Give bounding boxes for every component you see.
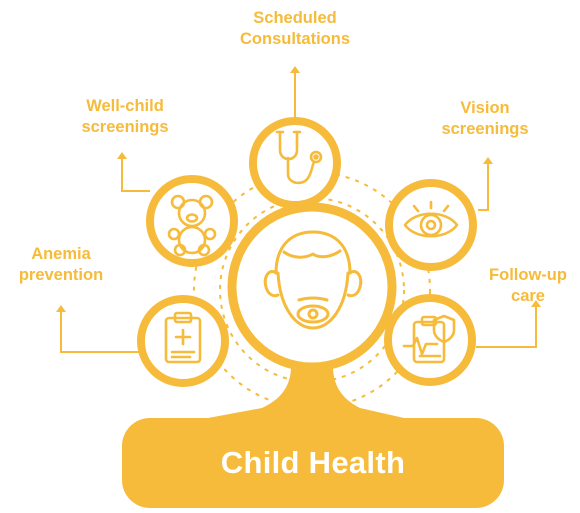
- stethoscope-icon: [275, 130, 323, 185]
- label-line: care: [511, 287, 545, 305]
- eye-icon: [403, 200, 459, 238]
- center-title: Child Health: [220, 445, 406, 480]
- arrow-anemia: [60, 311, 141, 353]
- label-line: Vision: [460, 99, 510, 117]
- label-scheduled-consultations: Scheduled Consultations: [190, 8, 400, 50]
- baby-with-pacifier-icon: [263, 230, 363, 330]
- arrow-followup: [476, 306, 537, 348]
- center-circle: [227, 202, 397, 372]
- label-line: Anemia: [31, 245, 91, 263]
- arrow-heads: [56, 66, 541, 312]
- arrow-vision: [478, 163, 489, 211]
- center-stem: [208, 360, 404, 418]
- label-line: screenings: [81, 118, 169, 136]
- label-anemia-prevention: Anemia prevention: [0, 244, 122, 286]
- medical-chart-icon: [402, 314, 456, 364]
- label-line: Consultations: [240, 30, 350, 48]
- label-line: Scheduled: [253, 9, 337, 27]
- label-line: screenings: [441, 120, 529, 138]
- clipboard-icon: [164, 311, 202, 364]
- satellite-followup: [384, 294, 476, 386]
- connector-arrows: [60, 72, 537, 353]
- label-line: prevention: [18, 266, 104, 284]
- label-well-child-screenings: Well-child screenings: [60, 96, 190, 138]
- arrow-wellchild: [121, 158, 150, 192]
- satellite-scheduled: [249, 117, 341, 209]
- teddy-bear-icon: [167, 194, 217, 257]
- title-banner: [122, 418, 504, 508]
- label-line: Follow-up: [489, 266, 567, 284]
- dashed-ring-outer: [193, 171, 431, 409]
- label-follow-up-care: Follow-up care: [478, 265, 578, 307]
- satellite-vision: [385, 179, 477, 271]
- label-line: Well-child: [86, 97, 164, 115]
- label-vision-screenings: Vision screenings: [425, 98, 545, 140]
